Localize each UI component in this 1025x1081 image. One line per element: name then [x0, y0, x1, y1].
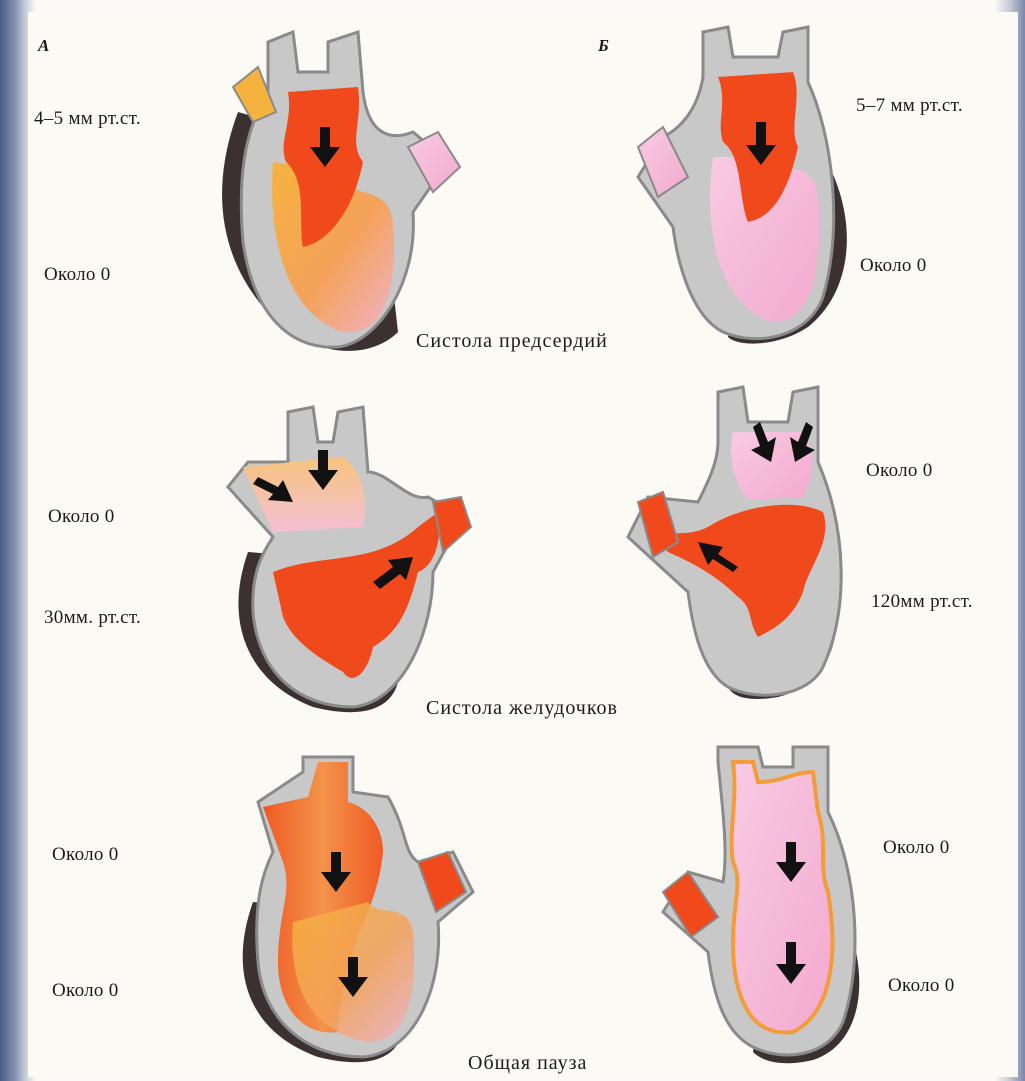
- pressure-label-row2-left-top: Около 0: [48, 506, 115, 528]
- diagram-page: А Б 4–5 мм рт.ст. Около 0 5–7 мм рт.ст. …: [28, 12, 1018, 1077]
- heart-a-ventricular-systole: [203, 402, 503, 722]
- pressure-label-row3-left-top: Около 0: [52, 844, 119, 866]
- panel-label-a: А: [38, 36, 50, 56]
- pressure-label-row2-left-bottom: 30мм. рт.ст.: [44, 607, 141, 629]
- heart-b-general-pause: [643, 742, 893, 1072]
- panel-label-b: Б: [598, 36, 609, 56]
- heart-b-atrial-systole: [618, 27, 878, 347]
- pressure-label-row2-right-bottom: 120мм рт.ст.: [871, 591, 973, 613]
- pressure-label-row3-right-bottom: Около 0: [888, 975, 955, 997]
- pressure-label-row1-left-top: 4–5 мм рт.ст.: [34, 108, 141, 130]
- heart-b-ventricular-systole: [608, 382, 878, 712]
- pressure-label-row1-left-bottom: Около 0: [44, 264, 111, 286]
- pressure-label-row3-left-bottom: Около 0: [52, 980, 119, 1002]
- heart-a-atrial-systole: [198, 32, 498, 352]
- chambers-filling: [732, 762, 833, 1032]
- heart-a-general-pause: [208, 752, 508, 1072]
